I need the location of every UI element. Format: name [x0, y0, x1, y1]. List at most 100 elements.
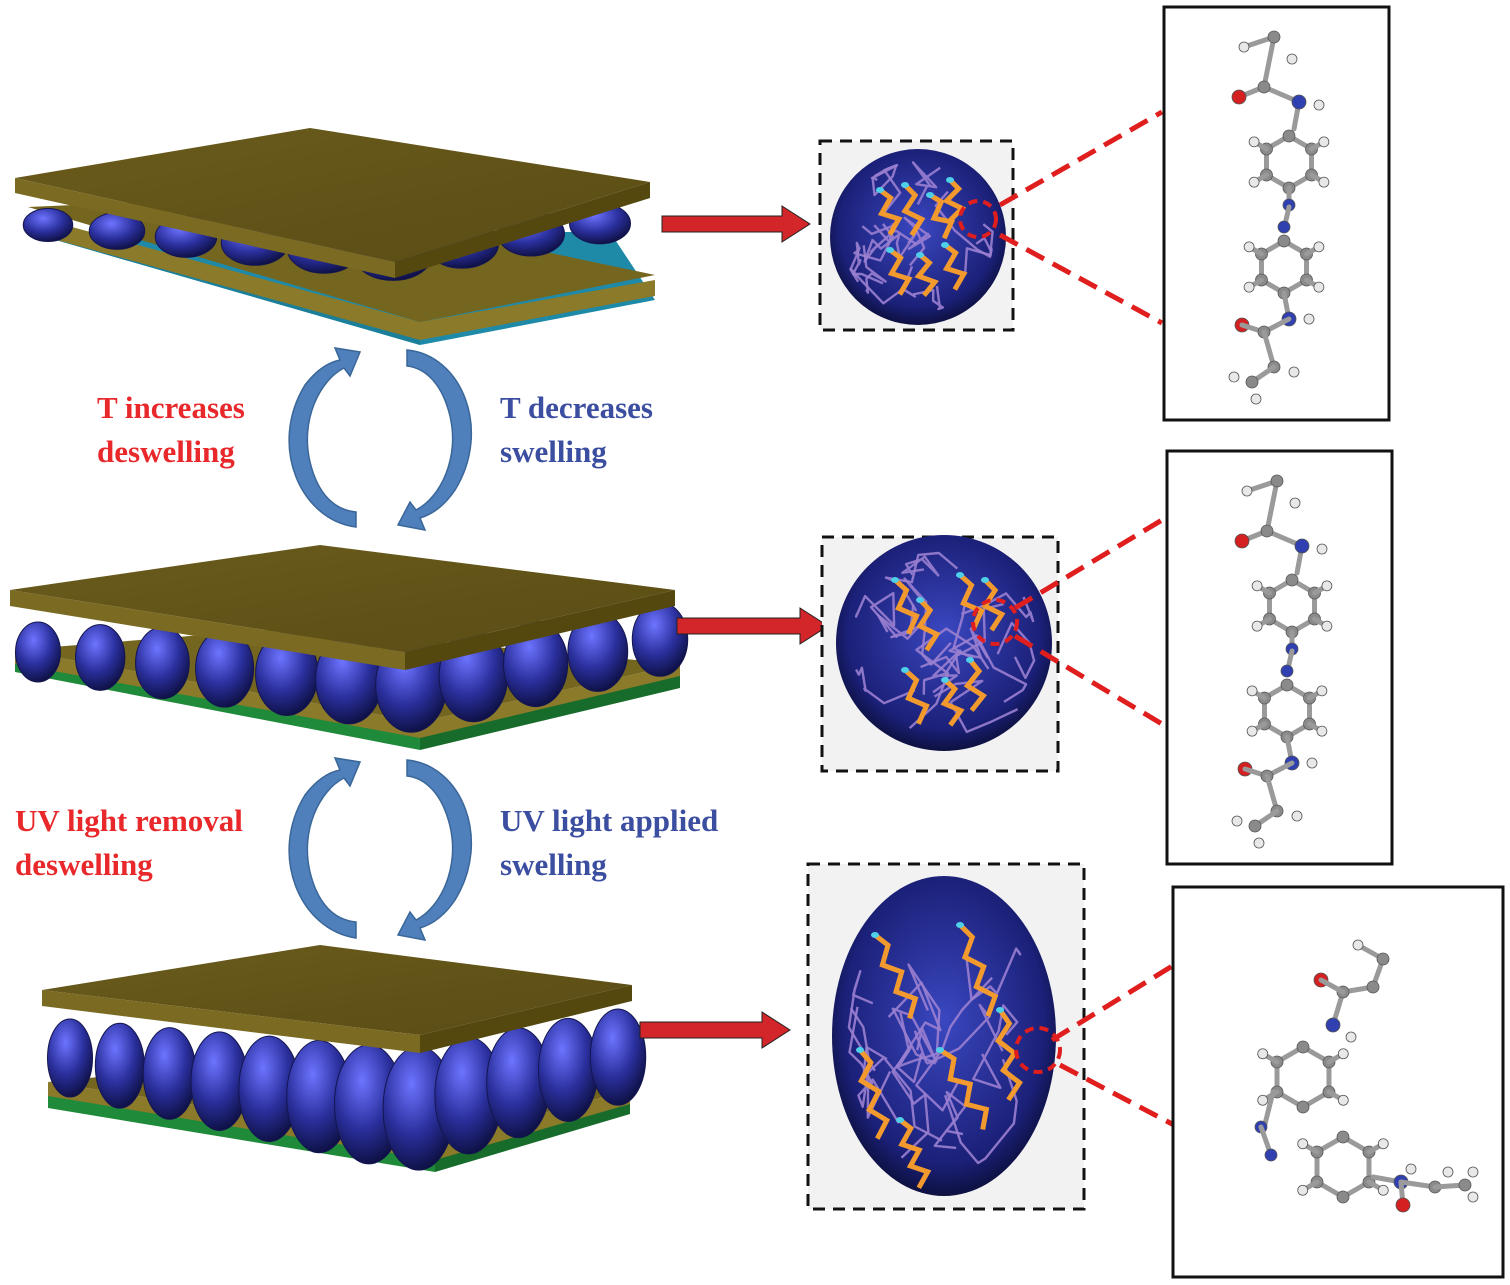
atom: [1251, 620, 1263, 632]
atom: [1296, 1040, 1310, 1054]
crosslinker: [877, 187, 903, 236]
atom: [1337, 1048, 1349, 1060]
atom: [1337, 1094, 1349, 1106]
atom: [1231, 815, 1243, 827]
crosslinker: [940, 678, 965, 727]
atom: [1316, 725, 1328, 737]
bond: [1261, 34, 1277, 90]
crosslink-node: [941, 242, 949, 248]
atom: [1297, 1138, 1309, 1150]
crosslinker: [903, 668, 930, 725]
cycle-arrows-uv: [288, 757, 472, 941]
zoom-box-2: [820, 535, 1060, 773]
polymer-chain: [862, 1045, 943, 1142]
crosslinker: [981, 578, 1006, 632]
crosslink-node: [901, 667, 909, 673]
crosslink-node: [876, 187, 884, 193]
polymer-chain: [848, 1006, 892, 1119]
crosslink-node: [956, 572, 964, 578]
arrow-to-zoom-3: [639, 1011, 791, 1049]
atom: [1442, 1166, 1454, 1178]
atom: [1296, 1100, 1310, 1114]
crosslinker: [942, 242, 968, 291]
crosslink-node: [996, 1007, 1004, 1013]
crosslink-node: [916, 597, 924, 603]
polymer-chain: [911, 161, 941, 205]
microgel-sphere: [135, 626, 190, 700]
atom: [1345, 1031, 1357, 1043]
atom: [1467, 1166, 1479, 1178]
highlight-circle: [971, 598, 1019, 646]
microgel-sphere: [75, 624, 126, 691]
polymer-chain: [855, 666, 916, 705]
atom: [1321, 620, 1333, 632]
label-line: deswelling: [97, 434, 235, 469]
label-uv-applied: UV light applied swelling: [500, 799, 718, 887]
polymer-chain: [901, 555, 940, 577]
polymer-chain: [847, 970, 876, 1072]
polymer-chain: [862, 245, 887, 294]
crosslink-node: [981, 577, 989, 583]
crosslink-node: [941, 677, 949, 683]
atom: [1234, 533, 1250, 549]
crosslinker: [938, 1047, 990, 1130]
atom: [1289, 497, 1301, 509]
polymer-chain: [948, 634, 1028, 703]
atom: [1352, 939, 1364, 951]
atom: [1245, 375, 1259, 389]
atom: [1318, 176, 1330, 188]
atom: [1377, 1138, 1389, 1150]
atom: [1318, 136, 1330, 148]
polymer-chain: [972, 1004, 1019, 1089]
atom: [1306, 757, 1318, 769]
atom: [1277, 220, 1291, 234]
crosslink-node: [891, 577, 899, 583]
atom: [1285, 573, 1299, 587]
crosslink-node: [946, 177, 954, 183]
label-line: deswelling: [15, 847, 153, 882]
microgel-sphere: [22, 208, 74, 242]
atom: [1257, 1094, 1269, 1106]
crosslinker: [942, 178, 967, 223]
microgel-row-3: [47, 1008, 647, 1171]
atom: [1231, 89, 1247, 105]
polymer-chain: [854, 591, 899, 639]
polymer-chain: [965, 947, 1022, 1001]
atom: [1303, 313, 1315, 325]
polymer-chain: [934, 190, 994, 258]
atom: [1313, 241, 1325, 253]
crosslink-node: [936, 1047, 944, 1053]
crosslink-node: [926, 192, 934, 198]
crosslinker: [928, 192, 956, 240]
atom: [1336, 1130, 1350, 1144]
microgel-sphere: [142, 1027, 197, 1120]
crosslinker: [916, 598, 941, 652]
crosslink-node: [901, 182, 909, 188]
crosslinker: [898, 1118, 932, 1190]
crosslink-node: [956, 922, 964, 928]
crosslink-node: [856, 1047, 864, 1053]
polymer-chain: [851, 241, 884, 285]
microgel-sphere: [15, 621, 61, 683]
crosslinker: [873, 933, 919, 1020]
crosslinker: [914, 253, 939, 297]
molecule-box-2: [1165, 449, 1394, 866]
polymer-chain: [849, 1007, 900, 1124]
polymer-chain: [912, 285, 945, 311]
crosslink-node: [896, 1117, 904, 1123]
crosslinker: [958, 923, 999, 1017]
atom: [1458, 1178, 1472, 1192]
highlight-circle: [1014, 1026, 1062, 1074]
polymer-chain: [897, 963, 941, 1068]
atom: [1297, 1184, 1309, 1196]
polymer-chain: [920, 602, 1004, 675]
polymer-chain: [963, 236, 993, 275]
polymer-chain: [952, 591, 989, 659]
atom: [1291, 94, 1307, 110]
microgel-sphere: [94, 1022, 145, 1109]
atom: [1248, 819, 1262, 833]
arrow-to-zoom-1: [661, 205, 811, 243]
bond: [1264, 478, 1280, 534]
label-uv-removal: UV light removal deswelling: [15, 799, 243, 887]
